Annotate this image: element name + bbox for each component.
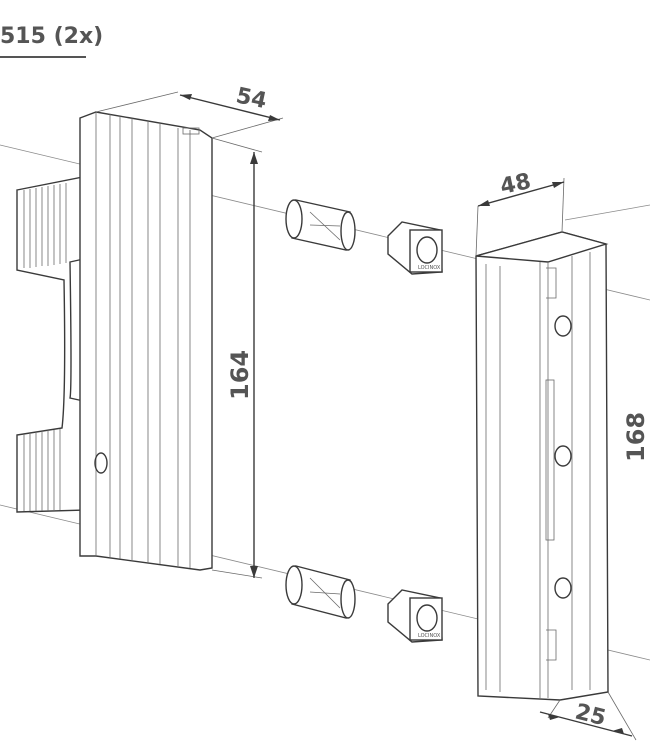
dim-168: 168 xyxy=(622,412,650,462)
keeper-hole-2 xyxy=(554,445,572,467)
dim-54-label: 54 xyxy=(234,83,269,114)
dim-25-label: 25 xyxy=(573,700,609,732)
dim-48: 48 xyxy=(475,169,565,257)
clip-top-marking: LOCINOX xyxy=(418,265,441,271)
dim-164-label: 164 xyxy=(226,350,254,400)
handle-part xyxy=(16,111,213,571)
clip-top: LOCINOX xyxy=(387,221,443,275)
clip-bottom-marking: LOCINOX xyxy=(418,633,441,639)
bushing-top xyxy=(285,199,356,251)
dim-164: 164 xyxy=(211,137,263,579)
part-label-underline xyxy=(0,56,86,58)
part-label: 515 (2x) xyxy=(0,24,104,49)
handle-screw-hole xyxy=(94,452,108,474)
dim-168-label: 168 xyxy=(622,412,650,462)
dim-54: 54 xyxy=(95,83,284,139)
bushing-bottom xyxy=(285,565,356,619)
keeper-hole-1 xyxy=(554,315,572,337)
keeper-hole-3 xyxy=(554,577,572,599)
clip-bottom: LOCINOX xyxy=(387,589,443,643)
dim-48-label: 48 xyxy=(498,169,533,200)
keeper-part xyxy=(475,231,609,701)
